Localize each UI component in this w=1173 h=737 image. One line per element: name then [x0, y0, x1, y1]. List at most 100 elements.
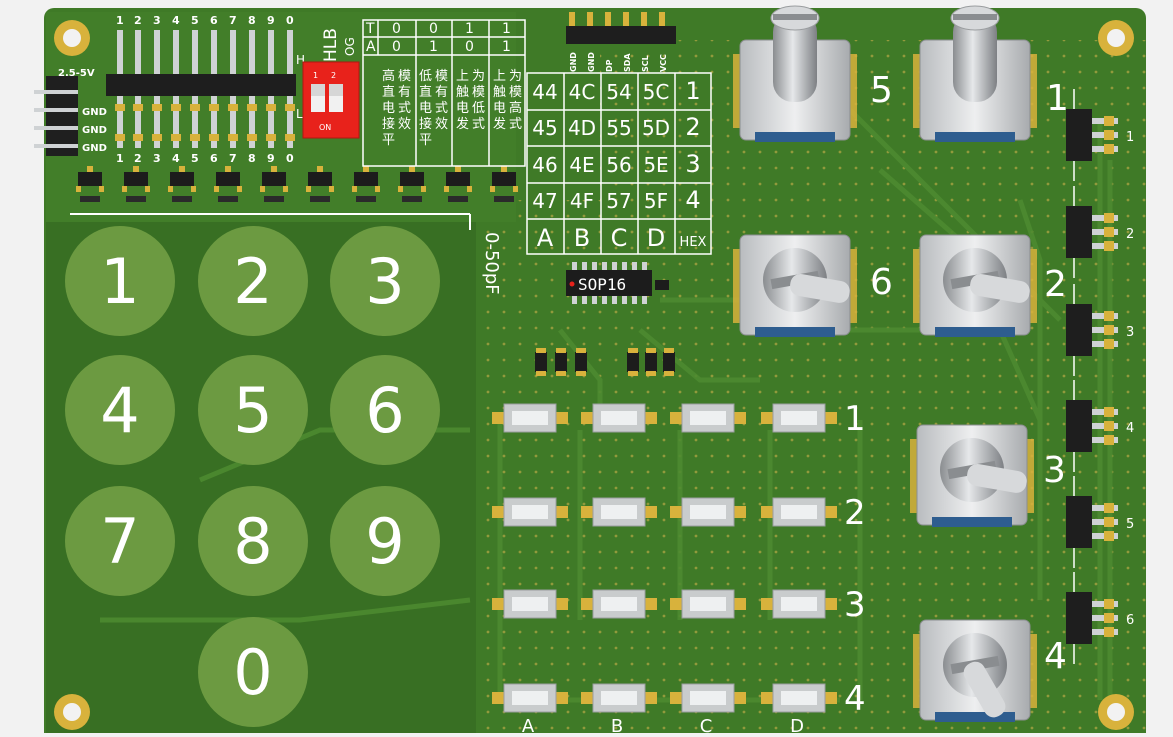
i2c-pin-label: GND	[587, 52, 596, 72]
header-digit-top: 0	[286, 14, 294, 27]
encoder-left-label: 6	[870, 262, 893, 303]
hex-cell: 4E	[569, 153, 594, 177]
rotary-encoder[interactable]	[913, 234, 1037, 337]
button-col-label: D	[790, 716, 804, 733]
mode-cell: 1	[465, 21, 474, 37]
hex-cell: 44	[532, 80, 557, 104]
keypad-key-label: 0	[233, 636, 272, 709]
hex-cell: 5D	[642, 116, 670, 140]
keypad-key-label: 2	[233, 245, 272, 318]
side-connector-label: 2	[1126, 227, 1134, 242]
side-connector-4: 4	[1066, 380, 1134, 472]
tact-button-A2[interactable]	[492, 497, 568, 527]
tact-button-A3[interactable]	[492, 589, 568, 619]
tact-button-D3[interactable]	[761, 589, 837, 619]
side-connector-1: 1	[1066, 89, 1134, 181]
header-digit-bottom: 7	[229, 152, 237, 165]
hex-grid	[526, 72, 712, 255]
header-digit-bottom: 0	[286, 152, 294, 165]
button-row-label: 2	[844, 493, 866, 533]
keypad-key-7[interactable]	[65, 486, 175, 596]
tact-button-B3[interactable]	[581, 589, 657, 619]
keypad-key-8[interactable]	[198, 486, 308, 596]
hex-cell: D	[647, 224, 665, 252]
keypad-key-label: 5	[233, 374, 272, 447]
tact-button-B4[interactable]	[581, 683, 657, 713]
keypad-key-9[interactable]	[330, 486, 440, 596]
keypad-key-2[interactable]	[198, 226, 308, 336]
rotary-encoder[interactable]	[733, 234, 857, 337]
mode-description: 高直电接平模有式效	[382, 68, 411, 148]
keypad-key-3[interactable]	[330, 226, 440, 336]
side-connector-label: 1	[1126, 130, 1134, 145]
header-digit-bottom: 8	[248, 152, 256, 165]
rotary-encoders	[733, 5, 1037, 722]
mode-cell: 1	[502, 39, 511, 55]
hex-cell: 5E	[643, 153, 668, 177]
keypad-key-label: 7	[100, 505, 139, 578]
header-digit-bottom: 5	[191, 152, 199, 165]
side-connector-label: 3	[1126, 325, 1134, 340]
gnd-label-2: GND	[82, 125, 107, 136]
tact-button-A1[interactable]	[492, 403, 568, 433]
rotary-encoder[interactable]	[733, 5, 857, 142]
header-digit-top: 1	[116, 14, 124, 27]
encoder-right-label: 4	[1044, 636, 1067, 677]
keypad-key-label: 3	[365, 245, 404, 318]
encoder-left-label: 5	[870, 70, 893, 111]
hex-cell: 46	[532, 153, 557, 177]
mode-cell: 0	[429, 21, 438, 37]
tact-button-C4[interactable]	[670, 683, 746, 713]
tact-button-B1[interactable]	[581, 403, 657, 433]
header-digit-top: 8	[248, 14, 256, 27]
smd-transistor	[446, 172, 470, 186]
rotary-encoder[interactable]	[913, 5, 1037, 142]
rotary-encoder[interactable]	[913, 619, 1037, 722]
header-digit-top: 3	[153, 14, 161, 27]
og-label: OG	[343, 37, 357, 56]
keypad-key-5[interactable]	[198, 355, 308, 465]
smd-transistor	[354, 172, 378, 186]
smd-transistor	[216, 172, 240, 186]
tact-button-C3[interactable]	[670, 589, 746, 619]
tact-button-D2[interactable]	[761, 497, 837, 527]
encoder-right-label: 3	[1043, 450, 1066, 491]
ic-label: SOP16	[578, 275, 626, 294]
hex-cell: 3	[685, 150, 700, 178]
keypad-key-1[interactable]	[65, 226, 175, 336]
header-digit-top: 6	[210, 14, 218, 27]
keypad-key-label: 1	[100, 245, 139, 318]
tact-button-A4[interactable]	[492, 683, 568, 713]
mode-cell: 0	[392, 39, 401, 55]
l-label: L	[296, 107, 303, 121]
side-connector-label: 6	[1126, 613, 1134, 628]
header-digit-bottom: 9	[267, 152, 275, 165]
keypad-key-6[interactable]	[330, 355, 440, 465]
smd-transistor	[400, 172, 424, 186]
rotary-encoder[interactable]	[910, 424, 1034, 527]
mode-row-label: T	[365, 21, 375, 37]
dip-switch[interactable]	[302, 61, 360, 139]
keypad-key-0[interactable]	[198, 617, 308, 727]
gnd-label-1: GND	[82, 107, 107, 118]
power-label: 2.5-5V	[58, 68, 95, 79]
tact-button-B2[interactable]	[581, 497, 657, 527]
hex-cell: 45	[532, 116, 557, 140]
keypad-key-4[interactable]	[65, 355, 175, 465]
tact-button-C2[interactable]	[670, 497, 746, 527]
cap-label: 0-50pF	[481, 232, 502, 295]
header-digit-bottom: 4	[172, 152, 180, 165]
side-connector-5: 5	[1066, 476, 1134, 568]
encoder-right-label: 1	[1046, 78, 1069, 119]
tact-button-C1[interactable]	[670, 403, 746, 433]
button-matrix	[492, 403, 837, 713]
tact-button-D4[interactable]	[761, 683, 837, 713]
tact-button-D1[interactable]	[761, 403, 837, 433]
button-row-label: 4	[844, 679, 866, 719]
header-digit-top: 2	[134, 14, 142, 27]
